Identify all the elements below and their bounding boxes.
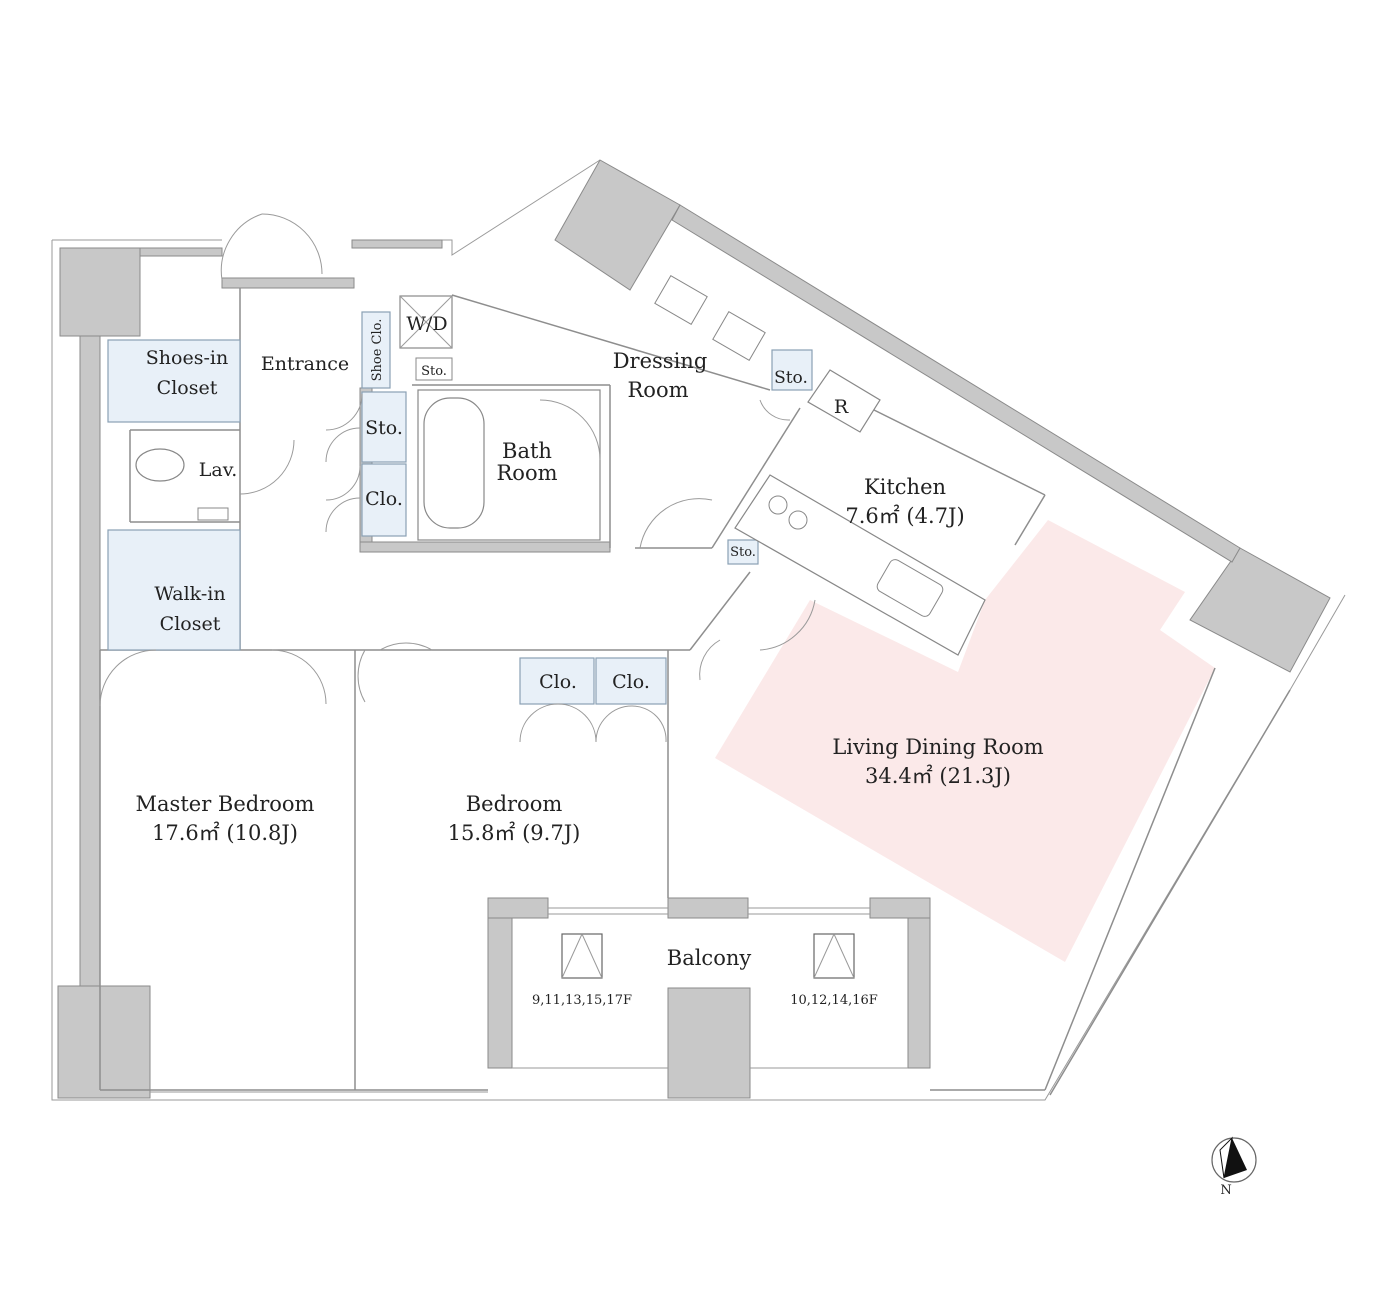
wall-dressing-top <box>351 239 443 249</box>
column-right <box>1189 547 1331 673</box>
label-walkin-1: Walk-in <box>154 583 225 605</box>
label-shoe-clo: Shoe Clo. <box>370 319 385 382</box>
label-balcony: Balcony <box>667 946 752 970</box>
clo-left-closet <box>361 463 407 537</box>
ac-unit-right-mark <box>813 932 855 979</box>
vanity-sink-1 <box>654 274 708 326</box>
kitchen-sink <box>876 559 944 617</box>
label-entrance: Entrance <box>261 353 349 375</box>
column-balcony-center <box>667 987 751 1099</box>
compass-icon: N <box>1211 1136 1257 1198</box>
label-shoes-closet-2: Closet <box>157 377 218 399</box>
label-master-1: Master Bedroom <box>136 792 315 816</box>
outer-outline <box>51 240 1346 1101</box>
label-master-2: 17.6㎡ (10.8J) <box>152 821 298 845</box>
wall-top-left-strip <box>139 247 223 257</box>
label-ldr-2: 34.4㎡ (21.3J) <box>865 764 1011 788</box>
walkin-closet <box>107 529 241 651</box>
label-wd: W/D <box>406 313 447 335</box>
label-clo-bed-1: Clo. <box>539 671 577 693</box>
wall-core-bottom <box>359 541 611 553</box>
clo-bed-closet-1 <box>519 657 595 705</box>
sto-dressing-closet <box>771 349 813 391</box>
vanity-sink-2 <box>712 310 766 362</box>
lav-sink <box>197 507 229 521</box>
label-dressing-2: Room <box>627 378 688 402</box>
balcony-wall-left <box>487 897 513 1069</box>
label-bed-1: Bedroom <box>466 792 563 816</box>
ldr-highlight <box>715 520 1215 962</box>
label-sto-small: Sto. <box>421 364 447 379</box>
column-top-diagonal <box>554 159 681 291</box>
column-bottom-left <box>57 985 151 1099</box>
balcony-top-right <box>869 897 931 919</box>
label-sto-left: Sto. <box>365 417 403 439</box>
doors <box>99 213 816 743</box>
label-fridge: R <box>834 396 849 418</box>
ac-unit-left-mark <box>561 932 603 979</box>
shoe-clo-closet <box>361 311 391 389</box>
balcony-windows <box>150 907 908 1093</box>
label-sto-dressing: Sto. <box>774 368 808 388</box>
wall-diagonal-top <box>671 204 1241 563</box>
label-lav: Lav. <box>199 459 237 481</box>
wall-entrance-top <box>221 277 355 289</box>
sto-kitchen-closet <box>727 539 759 565</box>
fridge-box <box>807 369 881 433</box>
label-kitchen-1: Kitchen <box>864 475 946 499</box>
label-clo-bed-2: Clo. <box>612 671 650 693</box>
label-bed-2: 15.8㎡ (9.7J) <box>448 821 581 845</box>
stove-burner-2 <box>788 510 808 530</box>
balcony-wall-right <box>907 897 931 1069</box>
shoes-closet <box>107 339 241 423</box>
ac-unit-right <box>813 933 855 979</box>
column-top-left <box>59 247 141 337</box>
clo-bed-closet-2 <box>595 657 667 705</box>
compass-label: N <box>1220 1183 1231 1198</box>
label-sto-kitchen: Sto. <box>730 545 756 560</box>
label-bath-1: Bath <box>502 439 552 463</box>
label-bath-2: Room <box>496 461 557 485</box>
label-clo-left: Clo. <box>365 488 403 510</box>
label-shoes-closet-1: Shoes-in <box>146 347 228 369</box>
sto-left-closet <box>361 391 407 463</box>
stove-burner-1 <box>768 495 788 515</box>
sto-small-box <box>415 357 453 381</box>
label-kitchen-2: 7.6㎡ (4.7J) <box>845 504 964 528</box>
balcony-top-left <box>487 897 549 919</box>
label-floors-left: 9,11,13,15,17F <box>532 993 632 1008</box>
ac-unit-left <box>561 933 603 979</box>
bathtub <box>423 397 485 529</box>
label-ldr-1: Living Dining Room <box>832 735 1043 759</box>
balcony-top-mid <box>667 897 749 919</box>
label-floors-right: 10,12,14,16F <box>790 993 878 1008</box>
wd-diag-2 <box>399 295 453 349</box>
label-dressing-1: Dressing <box>613 349 708 373</box>
label-walkin-2: Closet <box>160 613 221 635</box>
wall-left-vertical <box>79 335 101 987</box>
toilet-icon <box>135 448 185 482</box>
